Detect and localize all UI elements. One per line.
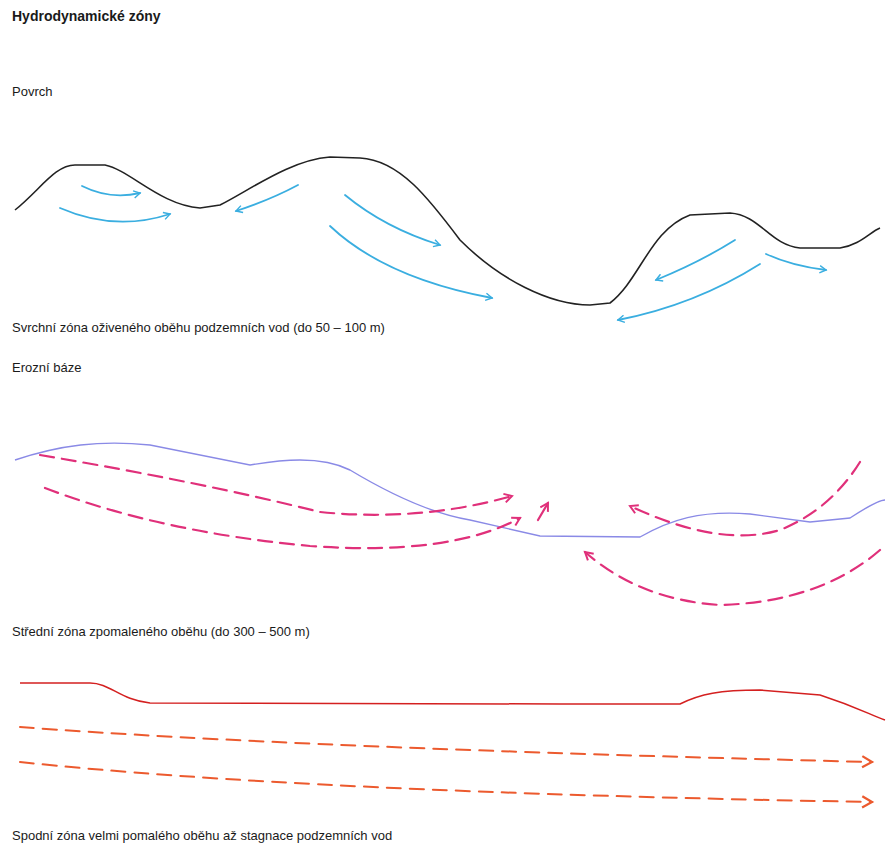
erosion-base-line [15,443,885,537]
flow-arrow [345,195,440,245]
flow-arrow [766,254,826,270]
flow-arrow [40,455,512,515]
flow-arrow [45,488,520,548]
level-label: Erozní báze [12,360,81,376]
zone-label: Svrchní zóna oživeného oběhu podzemních … [12,320,385,336]
level-label: Povrch [12,84,52,100]
flow-arrow [20,762,872,802]
flow-arrow [618,264,760,320]
flow-arrow [82,186,140,195]
flow-arrow [236,185,298,211]
diagram-title: Hydrodynamické zóny [12,8,161,25]
surface-line [15,157,880,305]
flow-arrow [656,240,735,280]
zone-label: Střední zóna zpomaleného oběhu (do 300 –… [12,624,310,640]
flow-arrow [630,462,860,535]
deep-boundary-line [20,683,885,720]
zone-label: Spodní zóna velmi pomalého oběhu až stag… [12,828,392,844]
flow-arrow [60,208,170,222]
flow-arrow [585,550,880,605]
flow-arrow [20,727,872,762]
flow-arrow [538,503,548,520]
flow-arrow [330,226,492,298]
